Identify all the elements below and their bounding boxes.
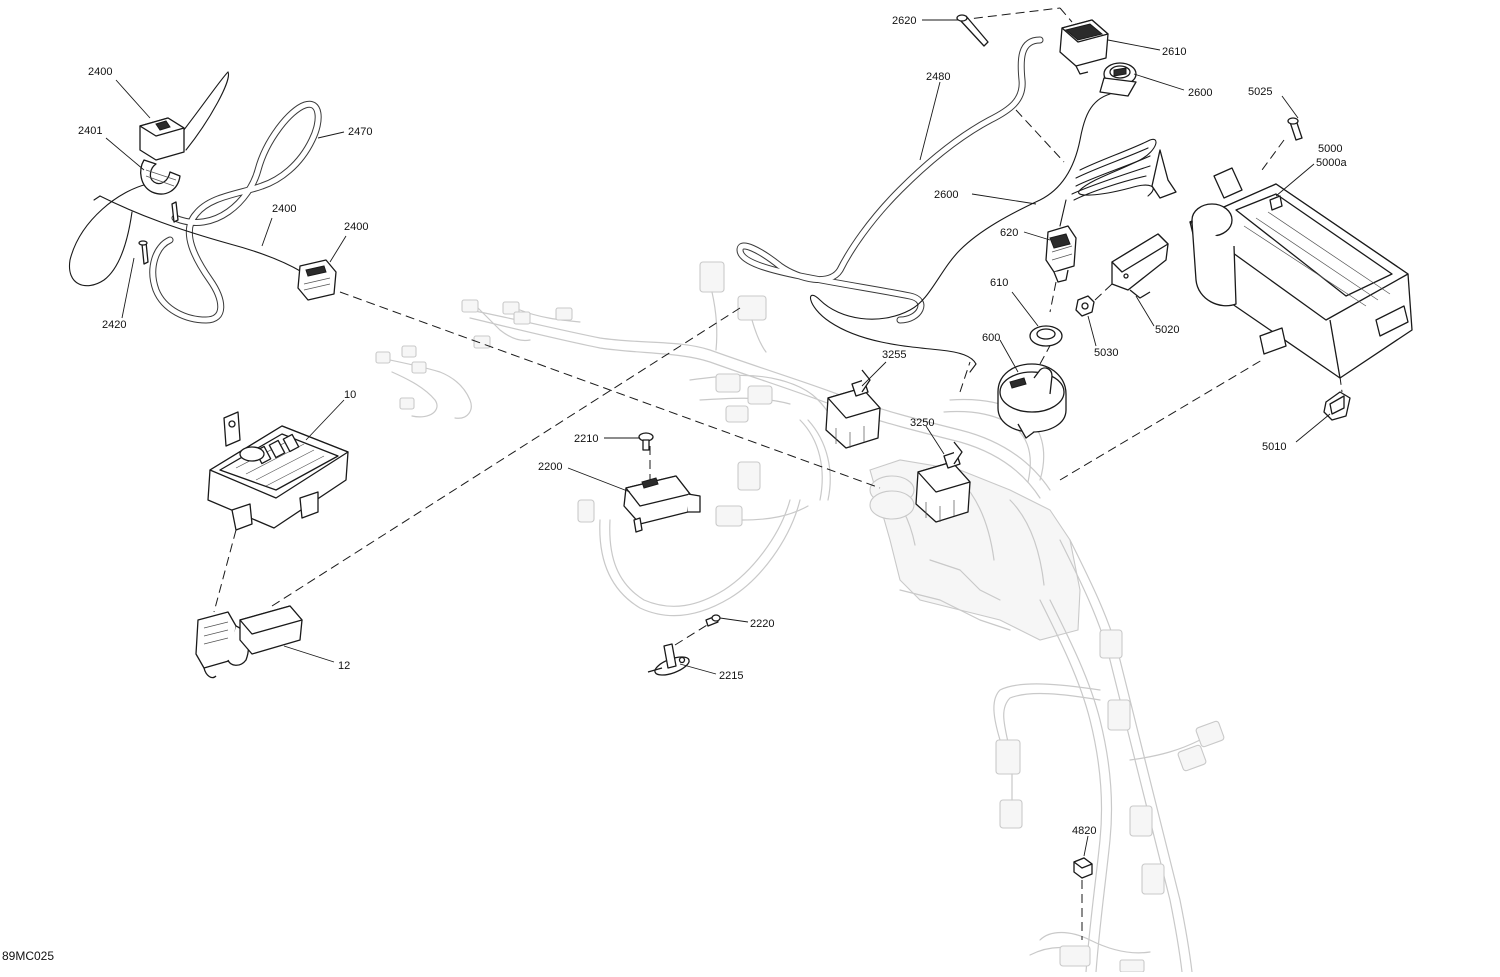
cable-2600 — [809, 93, 1111, 373]
callout-4820: 4820 — [1072, 825, 1096, 837]
callout-2400-wire: 2400 — [272, 203, 296, 215]
callout-5000a: 5000a — [1316, 157, 1347, 169]
callout-2400-switch: 2400 — [88, 66, 112, 78]
switch-2600 — [1099, 62, 1137, 97]
callout-2200: 2200 — [538, 461, 562, 473]
callout-10: 10 — [344, 389, 356, 401]
clip-5010 — [1323, 391, 1351, 421]
main-wiring-harness-ghost — [375, 261, 1225, 973]
nut-5030 — [1075, 295, 1095, 317]
connector-2610 — [1059, 19, 1109, 75]
callout-2470: 2470 — [348, 126, 372, 138]
callout-2480: 2480 — [926, 71, 950, 83]
callout-2600-switch: 2600 — [1188, 87, 1212, 99]
callout-labels: 2400 2401 2470 2400 2400 2420 10 12 2210… — [78, 15, 1347, 837]
relay-3250 — [915, 441, 971, 523]
grommet-610 — [1029, 325, 1063, 347]
assembly-dashed-lines — [213, 7, 1343, 940]
callout-3255: 3255 — [882, 349, 906, 361]
hose-2480 — [736, 36, 1044, 324]
callout-2401: 2401 — [78, 125, 102, 137]
connector-12 — [195, 605, 303, 679]
callout-leader-lines — [105, 19, 1331, 857]
sensor-2215 — [647, 614, 721, 676]
callout-3250: 3250 — [910, 417, 934, 429]
callout-2215: 2215 — [719, 670, 743, 682]
callout-2620: 2620 — [892, 15, 916, 27]
relay-3255 — [825, 369, 881, 449]
callout-12: 12 — [338, 660, 350, 672]
pressure-sensor-2200 — [623, 432, 701, 533]
screw-5025 — [1287, 117, 1303, 141]
handlebar-switch-assembly — [68, 71, 337, 324]
callout-2600-cable: 2600 — [934, 189, 958, 201]
callout-5020: 5020 — [1155, 324, 1179, 336]
nut-4820 — [1073, 857, 1093, 879]
callout-600: 600 — [982, 332, 1000, 344]
callout-2420: 2420 — [102, 319, 126, 331]
switch-600 — [997, 363, 1067, 439]
electronic-module-10 — [207, 411, 349, 531]
bracket-5020 — [1111, 233, 1169, 299]
callout-5025: 5025 — [1248, 86, 1272, 98]
diagram-id-label: 89MC025 — [2, 949, 54, 963]
callout-5000: 5000 — [1318, 143, 1342, 155]
callout-2610: 2610 — [1162, 46, 1186, 58]
callout-610: 610 — [990, 277, 1008, 289]
callout-2210: 2210 — [574, 433, 598, 445]
tether-cord-620 — [1045, 138, 1177, 283]
callout-620: 620 — [1000, 227, 1018, 239]
callout-2220: 2220 — [750, 618, 774, 630]
callout-5030: 5030 — [1094, 347, 1118, 359]
ecm-5000 — [1189, 167, 1413, 379]
callout-5010: 5010 — [1262, 441, 1286, 453]
callout-2400-connector: 2400 — [344, 221, 368, 233]
screw-2620 — [956, 14, 989, 47]
